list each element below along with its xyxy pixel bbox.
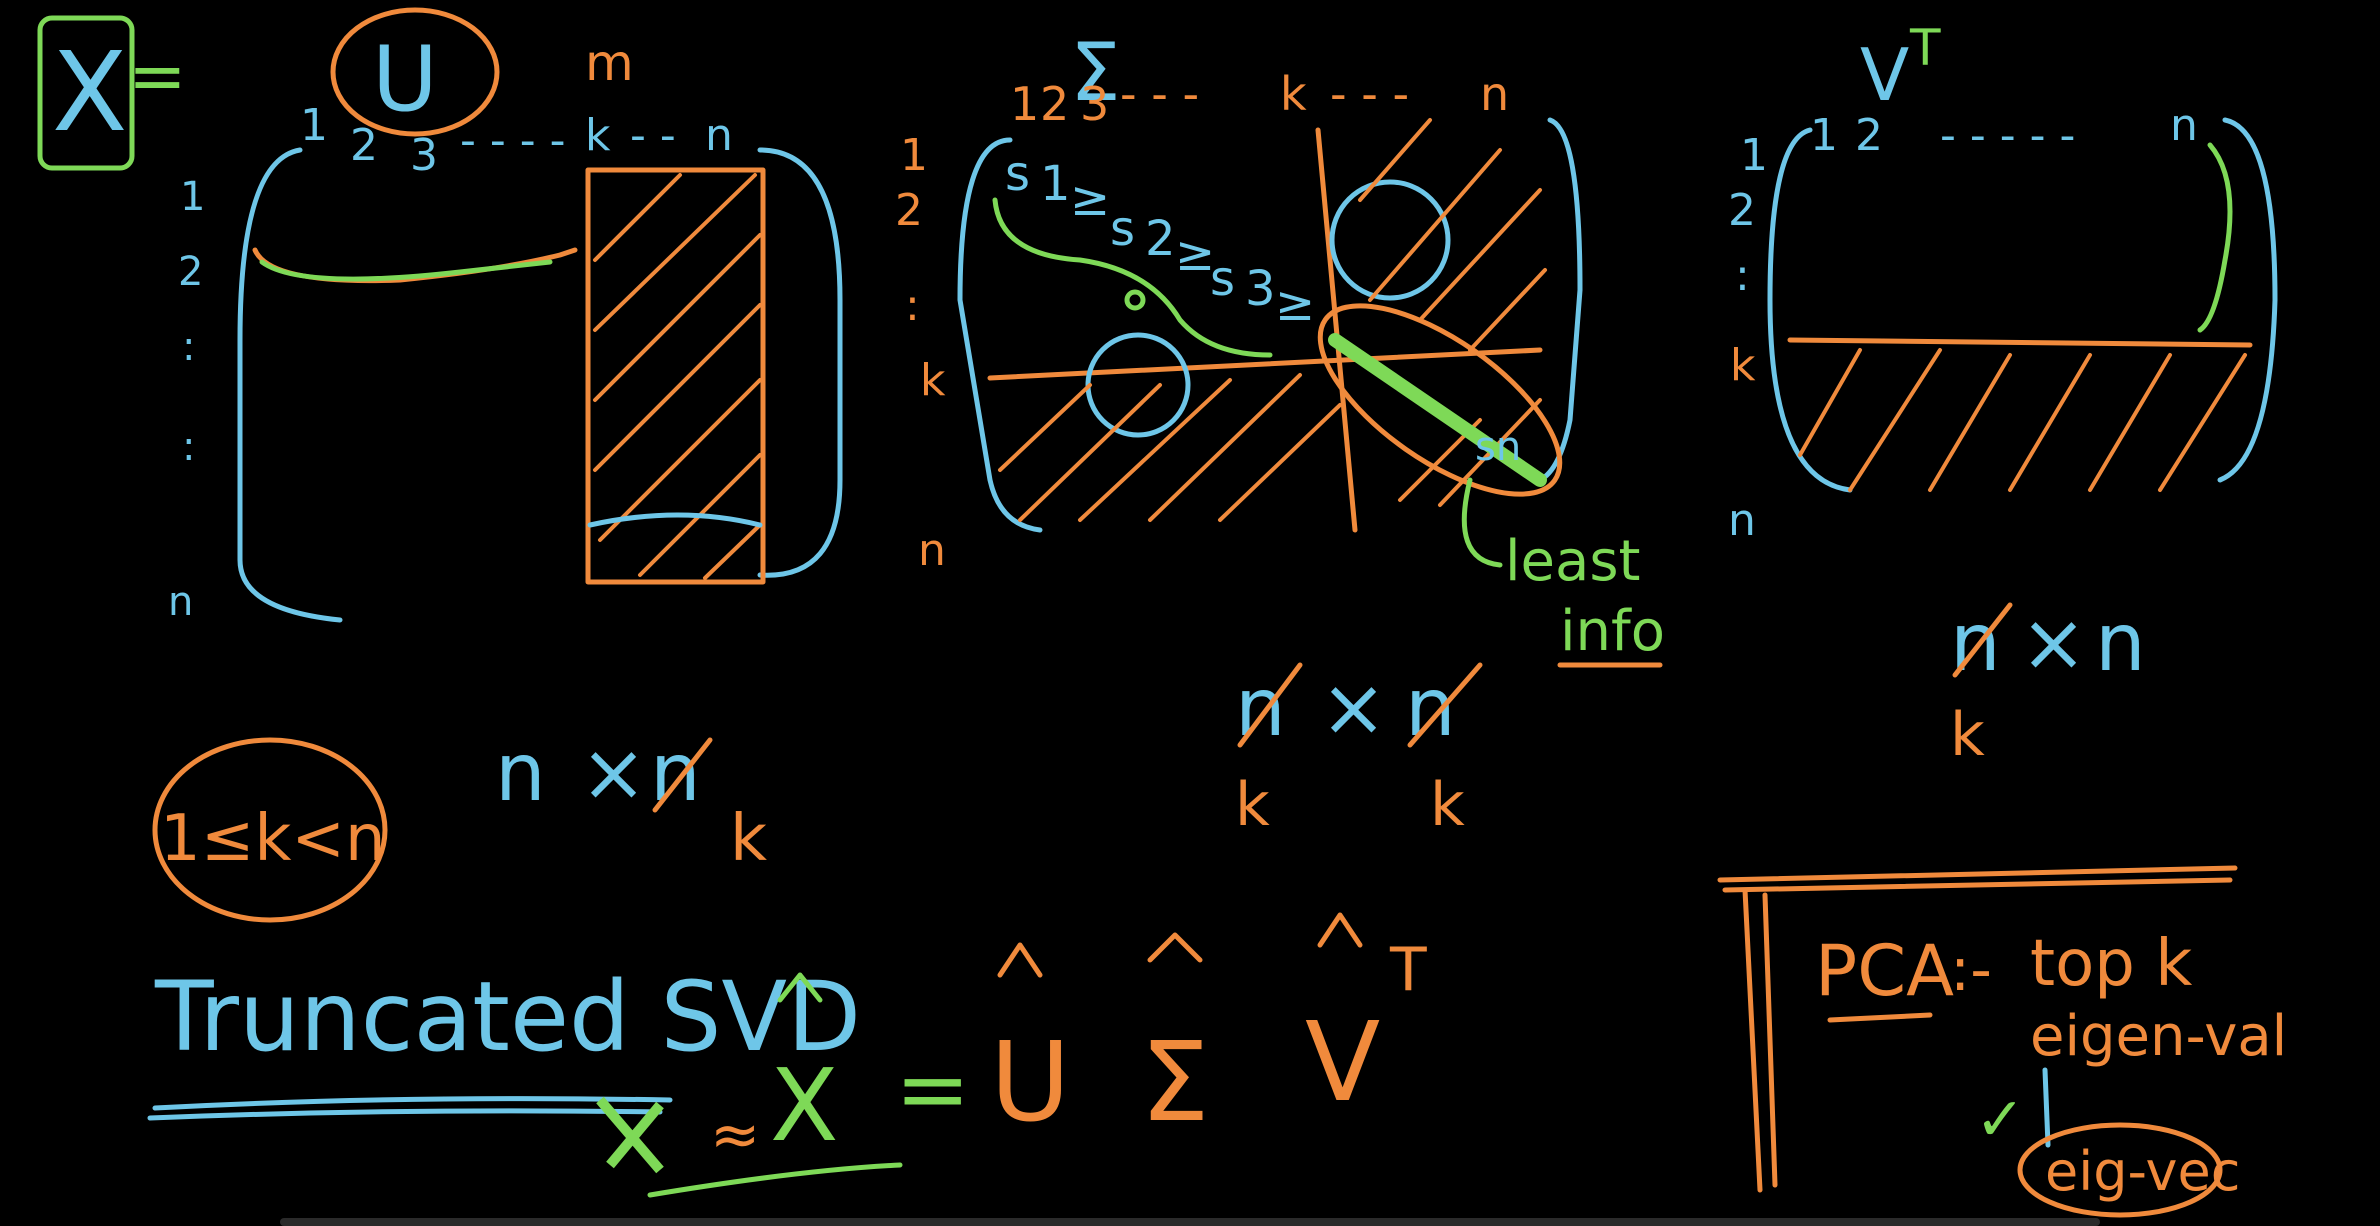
vt-col-dash: - - - - - <box>1940 110 2075 161</box>
sigma-dim-k1: k <box>1235 770 1270 840</box>
u-row-1: 1 <box>180 174 205 220</box>
sn-label: sn <box>1475 424 1521 470</box>
vt-row-1: 1 <box>1740 130 1768 181</box>
diag-1: 1 <box>1040 156 1071 212</box>
truncated-svd-title: Truncated SVD <box>154 961 861 1073</box>
u-row-2: 2 <box>178 249 203 295</box>
sigma-col-3: 3 <box>1080 77 1109 131</box>
u-dim-n1: n <box>495 726 546 819</box>
vt-row-n: n <box>1728 495 1756 546</box>
u-row-dots1: : <box>182 324 195 370</box>
horizontal-scrollbar[interactable] <box>280 1218 2100 1226</box>
sigma-row-k: k <box>920 355 946 406</box>
sigma-col-2: 2 <box>1040 77 1069 131</box>
k-range: 1≤k<n <box>160 802 386 876</box>
vt-col-n: n <box>2170 100 2198 151</box>
u-label: U <box>372 27 438 132</box>
sigma-col-n: n <box>1480 67 1509 121</box>
u-col-3: 3 <box>410 130 438 181</box>
equals-sign: = <box>128 35 187 117</box>
u-brace: m <box>585 34 634 92</box>
diag-ge2: ≥ <box>1175 226 1215 282</box>
vt-col-1: 1 <box>1810 110 1838 161</box>
sigma-col-dash2: - - - <box>1330 67 1409 121</box>
pca-label: PCA <box>1815 930 1954 1012</box>
least-label: least <box>1505 529 1640 594</box>
pca-topk: top k <box>2030 927 2192 1001</box>
x-label: X <box>52 28 127 156</box>
u-col-2: 2 <box>350 120 378 171</box>
diag-3: 3 <box>1245 261 1276 317</box>
vt-row-dots: : <box>1735 250 1750 301</box>
pca-eigenval: eigen-val <box>2030 1004 2287 1069</box>
u-col-dash2: - - <box>630 110 676 161</box>
u-hatch <box>593 173 762 580</box>
sigma-col-k: k <box>1280 67 1307 121</box>
equals-main: = <box>895 1037 970 1142</box>
u-col-k: k <box>585 110 611 161</box>
info-label: info <box>1560 599 1665 664</box>
xhat-label: X <box>770 1047 839 1164</box>
approx-sign: ≈ <box>710 1100 760 1170</box>
vt-row-k: k <box>1730 340 1756 391</box>
vt-row-2: 2 <box>1728 185 1756 236</box>
sigma-row-n: n <box>918 525 946 576</box>
u-left-bracket <box>237 147 343 623</box>
vhat-sup: T <box>1389 935 1427 1005</box>
u-right-bracket <box>757 147 843 578</box>
diag-s2: s <box>1110 201 1135 257</box>
x-box <box>37 15 135 171</box>
diag-ge3: ≥ <box>1275 276 1315 332</box>
pca-colon: :- <box>1950 935 1992 1005</box>
sigma-row-2: 2 <box>895 185 923 236</box>
vt-dim-k: k <box>1950 700 1985 770</box>
diag-s: s <box>1005 146 1030 202</box>
uhat-label: U <box>990 1018 1071 1146</box>
vt-sup: T <box>1909 19 1941 77</box>
sigma-col-1: 1 <box>1010 77 1039 131</box>
diag-s3: s <box>1210 251 1235 307</box>
pca-eigvec: eig-vec <box>2045 1140 2240 1203</box>
u-dim-k: k <box>730 802 767 876</box>
sigma-dim-x: × <box>1320 661 1387 754</box>
eigvec-circle <box>2017 1122 2223 1218</box>
sigma-row-dots: : <box>905 280 920 331</box>
sigma-row-1: 1 <box>900 130 928 181</box>
sigma-dim-k2: k <box>1430 770 1465 840</box>
vhat-label: V <box>1305 998 1380 1126</box>
diag-ge1: ≥ <box>1070 171 1110 227</box>
sigmahat-label: Σ <box>1140 1018 1210 1146</box>
sigma-col-dash: - - - <box>1120 67 1199 121</box>
u-row-dots2: : <box>182 424 195 470</box>
k-range-circle <box>152 737 388 923</box>
u-row-n: n <box>168 579 193 625</box>
vt-col-2: 2 <box>1855 110 1883 161</box>
u-circle <box>330 7 500 137</box>
vt-dim-x: × <box>2020 596 2087 689</box>
u-col-dash: - - - - <box>460 115 565 166</box>
u-discard-block <box>585 167 766 585</box>
sigma-label: Σ <box>1070 26 1121 119</box>
u-col-1: 1 <box>300 100 328 151</box>
diag-2: 2 <box>1145 211 1176 267</box>
vt-label: V <box>1860 33 1909 117</box>
pca-check: ✓ <box>1975 1085 2025 1155</box>
vt-dim-n2: n <box>2095 596 2146 689</box>
u-dim-x: × <box>580 726 647 819</box>
u-col-n: n <box>705 110 733 161</box>
